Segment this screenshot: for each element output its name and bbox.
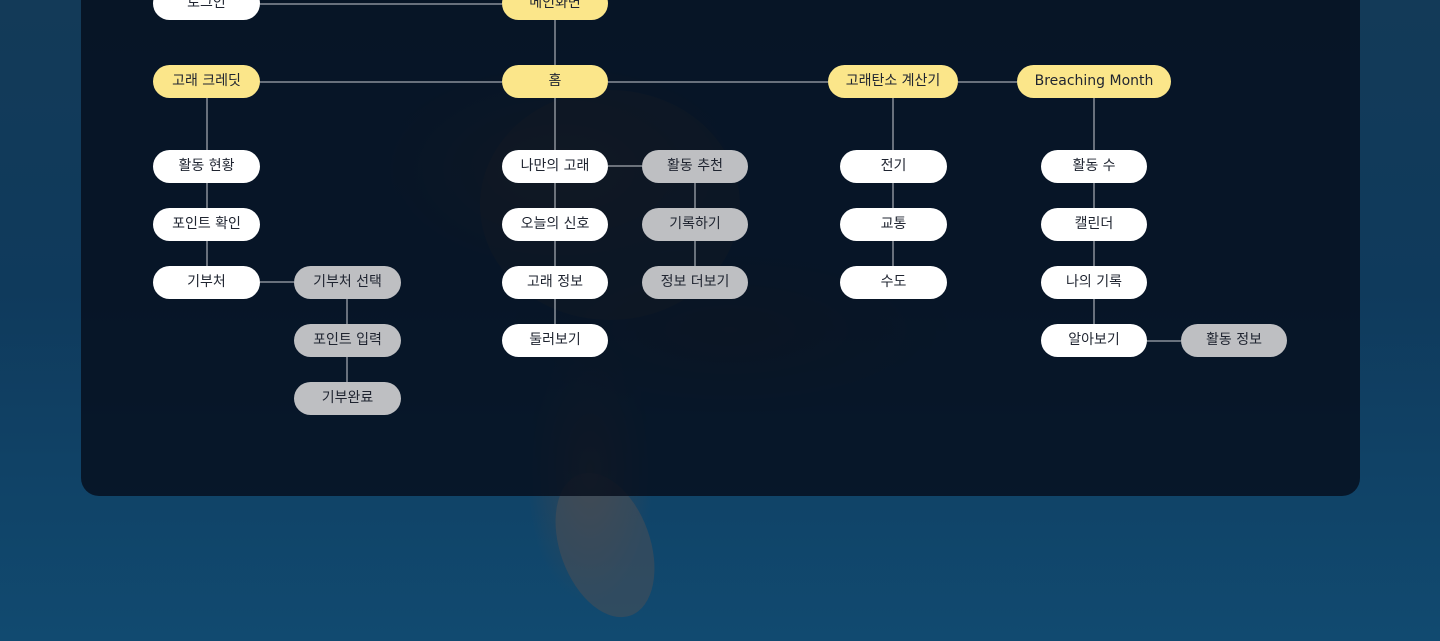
- node-my-record[interactable]: 나의 기록: [1041, 266, 1147, 299]
- node-record[interactable]: 기록하기: [642, 208, 748, 241]
- node-breaching-month[interactable]: Breaching Month: [1017, 65, 1171, 98]
- node-home[interactable]: 홈: [502, 65, 608, 98]
- node-browse[interactable]: 둘러보기: [502, 324, 608, 357]
- node-water[interactable]: 수도: [840, 266, 947, 299]
- node-transport[interactable]: 교통: [840, 208, 947, 241]
- node-main-screen[interactable]: 메인화면: [502, 0, 608, 20]
- node-donation-target[interactable]: 기부처: [153, 266, 260, 299]
- node-today-signal[interactable]: 오늘의 신호: [502, 208, 608, 241]
- node-activity-status[interactable]: 활동 현황: [153, 150, 260, 183]
- node-activity-recommend[interactable]: 활동 추천: [642, 150, 748, 183]
- node-point-input[interactable]: 포인트 입력: [294, 324, 401, 357]
- node-donation-select[interactable]: 기부처 선택: [294, 266, 401, 299]
- node-activity-info[interactable]: 활동 정보: [1181, 324, 1287, 357]
- node-point-check[interactable]: 포인트 확인: [153, 208, 260, 241]
- node-donation-complete[interactable]: 기부완료: [294, 382, 401, 415]
- node-whale-info[interactable]: 고래 정보: [502, 266, 608, 299]
- node-my-whale[interactable]: 나만의 고래: [502, 150, 608, 183]
- node-whale-credit[interactable]: 고래 크레딧: [153, 65, 260, 98]
- node-calendar[interactable]: 캘린더: [1041, 208, 1147, 241]
- node-login[interactable]: 로그인: [153, 0, 260, 20]
- node-electricity[interactable]: 전기: [840, 150, 947, 183]
- node-carbon-calculator[interactable]: 고래탄소 계산기: [828, 65, 958, 98]
- node-more-info[interactable]: 정보 더보기: [642, 266, 748, 299]
- node-activity-count[interactable]: 활동 수: [1041, 150, 1147, 183]
- node-learn-more[interactable]: 알아보기: [1041, 324, 1147, 357]
